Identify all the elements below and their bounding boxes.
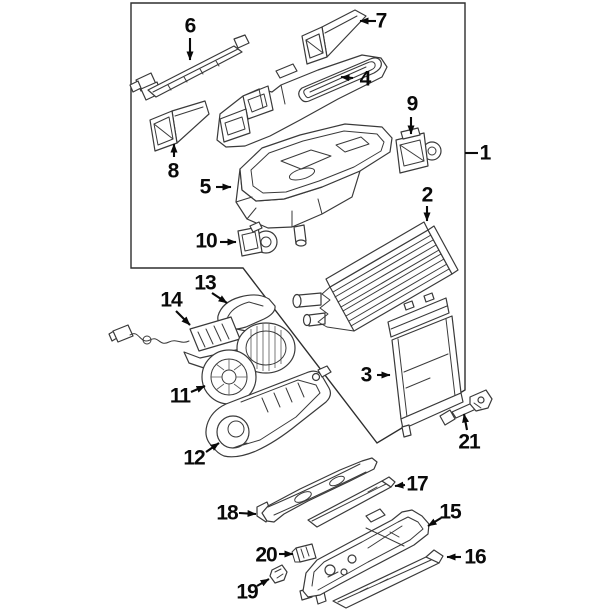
part-7-drawing[interactable] [301, 9, 367, 65]
callout-6[interactable]: 6 [184, 14, 197, 38]
part-15-drawing[interactable] [299, 508, 430, 605]
part-19-drawing[interactable] [269, 564, 288, 584]
callout-15[interactable]: 15 [439, 500, 461, 524]
part-18-drawing[interactable] [256, 457, 378, 523]
part-3-drawing[interactable] [387, 292, 464, 438]
part-5-drawing[interactable] [235, 123, 393, 247]
callout-21[interactable]: 21 [458, 430, 480, 454]
part-17-drawing[interactable] [307, 476, 396, 528]
callout-5[interactable]: 5 [199, 175, 212, 199]
part-11-drawing[interactable] [201, 322, 296, 405]
assembly-group-box [130, 2, 466, 444]
callout-9[interactable]: 9 [406, 92, 419, 116]
callout-13[interactable]: 13 [194, 271, 216, 295]
callout-10[interactable]: 10 [195, 229, 217, 253]
callout-17[interactable]: 17 [406, 472, 428, 496]
part-16-drawing[interactable] [332, 549, 444, 609]
part-9-drawing[interactable] [395, 127, 442, 174]
callout-7[interactable]: 7 [375, 9, 388, 33]
part-20-drawing[interactable] [291, 543, 317, 563]
callout-20[interactable]: 20 [255, 543, 277, 567]
part-8-drawing[interactable] [149, 100, 210, 152]
callout-14[interactable]: 14 [160, 288, 182, 312]
part-10-drawing[interactable] [237, 221, 278, 257]
part-12-drawing[interactable] [205, 365, 332, 458]
part-2-drawing[interactable] [292, 221, 459, 332]
part-6-drawing[interactable] [129, 34, 250, 101]
callout-8[interactable]: 8 [167, 159, 180, 183]
callout-1[interactable]: 1 [479, 141, 492, 165]
callout-16[interactable]: 16 [464, 545, 486, 569]
part-21-drawing[interactable] [439, 389, 493, 426]
callout-2[interactable]: 2 [421, 183, 434, 207]
callout-18[interactable]: 18 [216, 501, 238, 525]
callout-3[interactable]: 3 [360, 363, 373, 387]
leader-lines [170, 17, 478, 587]
callout-12[interactable]: 12 [183, 446, 205, 470]
callout-11[interactable]: 11 [169, 384, 191, 408]
callout-4[interactable]: 4 [359, 67, 372, 91]
callout-19[interactable]: 19 [236, 580, 258, 604]
